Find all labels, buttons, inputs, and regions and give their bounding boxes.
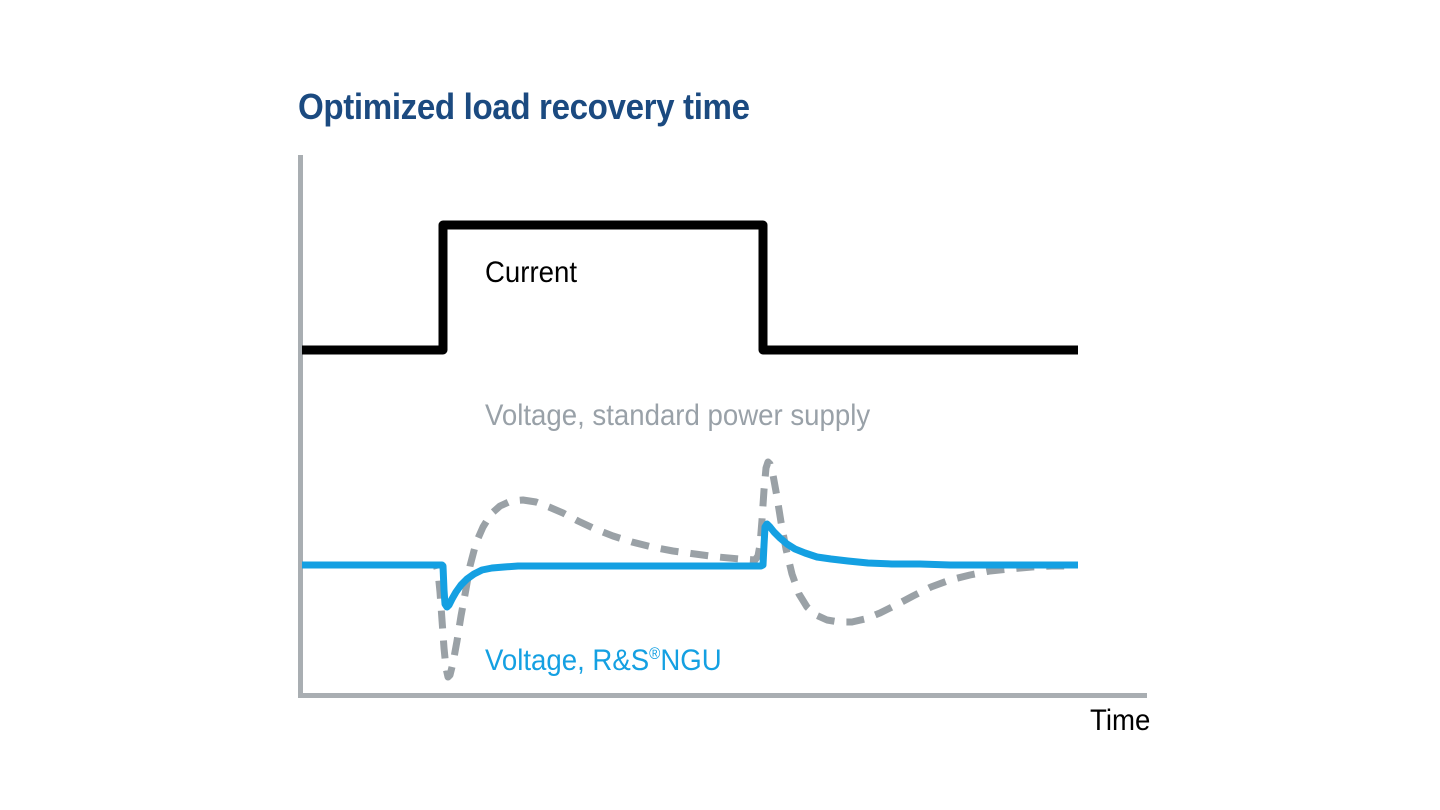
x-axis-line	[298, 693, 1147, 698]
time-axis-label: Time	[1090, 704, 1151, 737]
voltage-ngu-series-label: Voltage, R&S®NGU	[485, 644, 722, 679]
y-axis-line	[298, 155, 303, 698]
series-line-voltage-ngu	[302, 520, 1078, 611]
voltage-ngu-label-suffix: NGU	[660, 644, 722, 677]
voltage-ngu-label-prefix: Voltage, R&S	[485, 644, 650, 677]
series-line-voltage-standard	[302, 458, 1070, 681]
current-series-label: Current	[485, 256, 578, 289]
page-title: Optimized load recovery time	[298, 86, 750, 127]
registered-trademark-symbol: ®	[649, 645, 661, 663]
voltage-standard-series-label: Voltage, standard power supply	[485, 399, 871, 432]
series-line-current	[302, 220, 1078, 355]
